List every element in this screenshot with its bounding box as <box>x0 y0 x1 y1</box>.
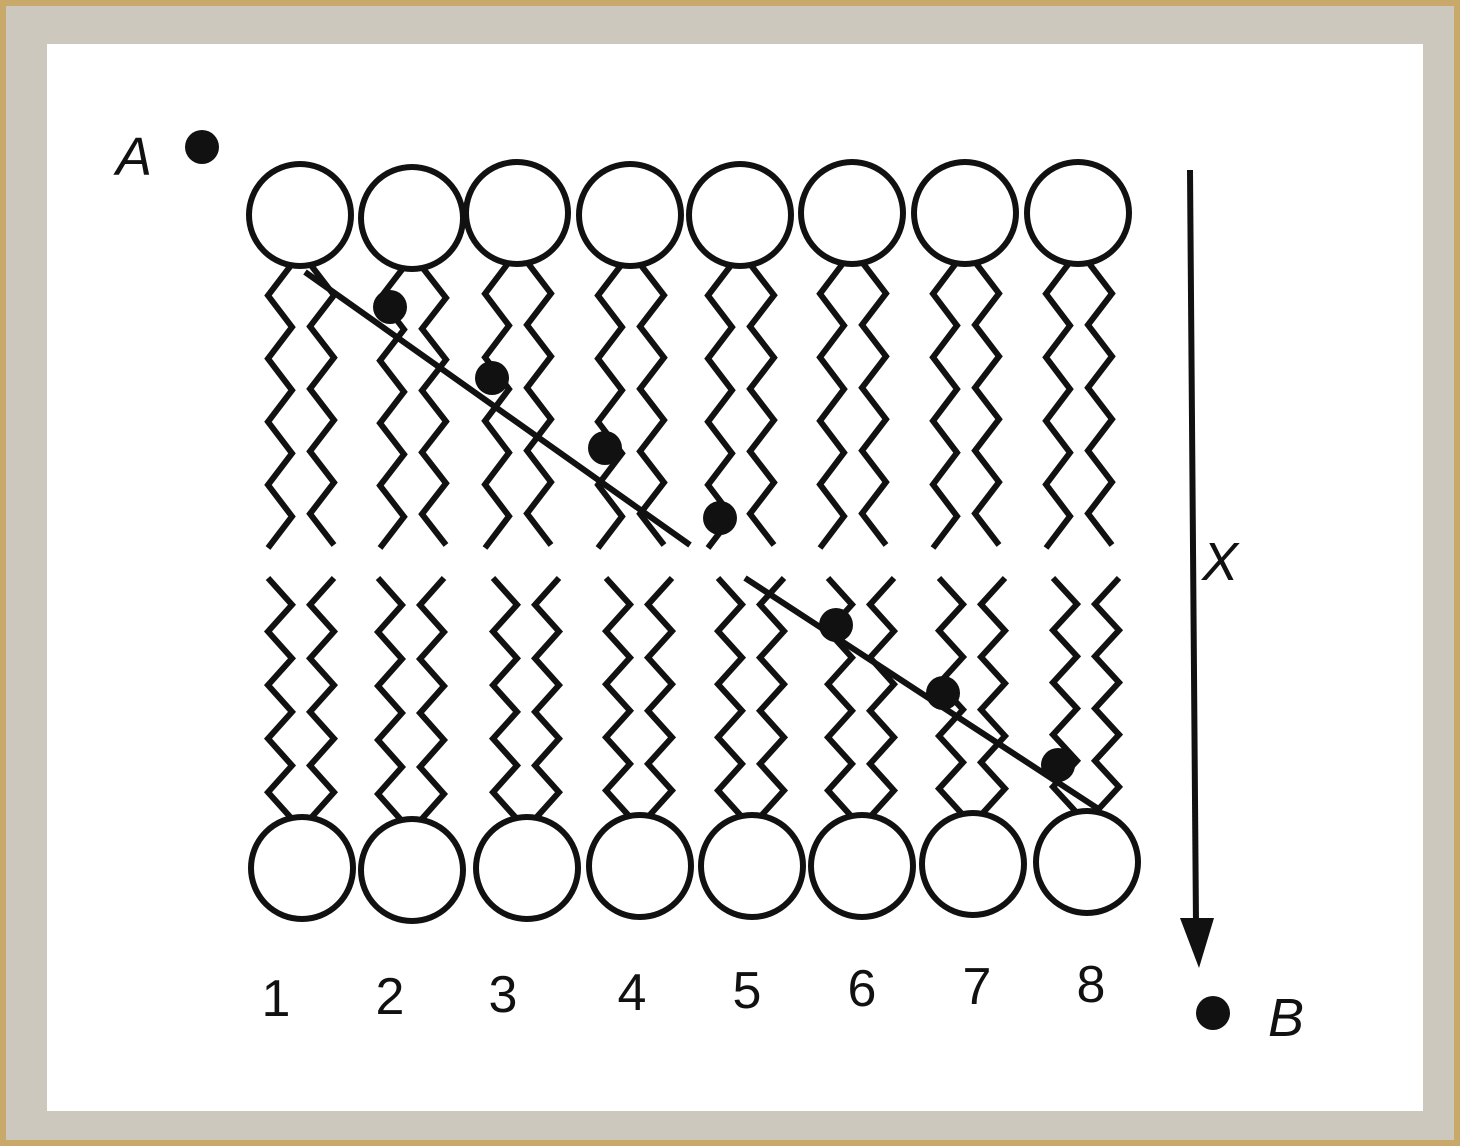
lipid-number-1: 1 <box>262 970 291 1028</box>
molecule-dot-3 <box>588 431 622 465</box>
diffusion-path-lines <box>305 272 1100 810</box>
point-a-label: A <box>113 127 152 187</box>
upper-tail-6-a <box>820 262 844 548</box>
molecule-dot-6 <box>926 676 960 710</box>
lower-tail-1-b <box>310 578 334 819</box>
point-a-dot <box>185 130 219 164</box>
lipid-number-labels: 1 2 3 4 5 6 7 8 <box>262 956 1106 1028</box>
lower-tail-8-b <box>1095 578 1119 813</box>
upper-tail-8-a <box>1046 262 1070 548</box>
lower-tail-1-a <box>268 578 292 819</box>
upper-tail-1-b <box>310 264 334 545</box>
upper-tail-7-b <box>975 262 999 545</box>
x-arrow-head <box>1180 918 1214 968</box>
upper-tail-6-b <box>862 262 886 545</box>
upper-tail-4-a <box>598 264 622 548</box>
lipid-number-5: 5 <box>733 962 762 1020</box>
lower-tail-4-b <box>648 578 672 817</box>
molecule-dot-7 <box>1041 748 1075 782</box>
point-b-dot <box>1196 996 1230 1030</box>
upper-head-6 <box>801 162 903 264</box>
point-b-label: B <box>1268 988 1304 1048</box>
molecule-dot-5 <box>819 608 853 642</box>
molecule-dot-1 <box>373 290 407 324</box>
lower-tail-6-b <box>870 578 894 817</box>
upper-head-2 <box>361 167 463 269</box>
lower-head-8 <box>1036 811 1138 913</box>
upper-tail-1-a <box>268 264 292 548</box>
lower-head-3 <box>476 817 578 919</box>
molecule-dot-4 <box>703 501 737 535</box>
lipid-number-2: 2 <box>376 968 405 1026</box>
lower-head-5 <box>701 815 803 917</box>
lipid-number-8: 8 <box>1077 956 1106 1014</box>
lower-head-7 <box>922 813 1024 915</box>
upper-tail-3-b <box>527 262 551 545</box>
upper-tail-5-b <box>750 264 774 545</box>
lower-head-6 <box>811 815 913 917</box>
upper-head-7 <box>914 162 1016 264</box>
lipid-number-6: 6 <box>848 960 877 1018</box>
lower-tail-5-b <box>760 578 784 817</box>
lower-tail-7-b <box>981 578 1005 815</box>
lower-tail-4-a <box>606 578 630 817</box>
axis-x-label: X <box>1200 532 1240 592</box>
molecule-dot-2 <box>475 361 509 395</box>
lipid-number-3: 3 <box>489 966 518 1024</box>
lipid-number-4: 4 <box>618 964 647 1022</box>
lower-tail-2-a <box>378 578 402 821</box>
lower-head-2 <box>361 819 463 921</box>
upper-head-5 <box>689 164 791 266</box>
lower-tail-2-b <box>420 578 444 821</box>
lower-tail-3-b <box>535 578 559 819</box>
x-arrow-shaft <box>1190 170 1196 925</box>
lower-head-4 <box>589 815 691 917</box>
upper-tail-2-b <box>422 267 446 545</box>
lower-tail-3-a <box>493 578 517 819</box>
upper-head-8 <box>1027 162 1129 264</box>
lipid-number-7: 7 <box>963 958 992 1016</box>
upper-head-3 <box>466 162 568 264</box>
lower-head-1 <box>251 817 353 919</box>
lower-tail-5-a <box>718 578 742 817</box>
upper-head-1 <box>249 164 351 266</box>
upper-tail-8-b <box>1088 262 1112 545</box>
upper-head-4 <box>579 164 681 266</box>
diffusing-molecules <box>373 290 1075 782</box>
upper-tail-7-a <box>933 262 957 548</box>
upper-tail-4-b <box>640 264 664 545</box>
